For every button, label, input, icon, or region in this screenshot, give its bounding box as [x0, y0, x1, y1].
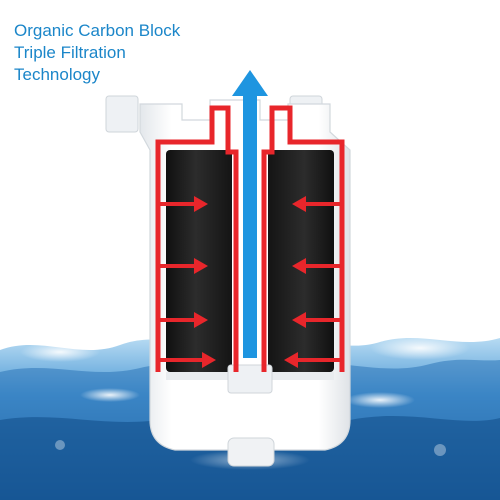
headline: Organic Carbon Block Triple Filtration T… [14, 20, 314, 86]
inflow-arrow [160, 196, 208, 212]
inflow-arrow [160, 312, 208, 328]
inflow-arrow [160, 352, 216, 368]
water-splash-background [0, 310, 500, 500]
inflow-arrow [160, 258, 208, 274]
inflow-arrow [292, 258, 340, 274]
inflow-arrow [292, 312, 340, 328]
outlet-arrow [232, 70, 268, 358]
inflow-arrows-right [284, 196, 340, 368]
inflow-arrow [292, 196, 340, 212]
water-flow-outline-right [261, 105, 345, 372]
headline-line-2: Triple Filtration [14, 43, 126, 62]
inflow-arrow [284, 352, 340, 368]
headline-line-3: Technology [14, 65, 101, 84]
water-flow-outline [155, 105, 239, 372]
inflow-arrows-left [160, 196, 216, 368]
headline-line-1: Organic Carbon Block [14, 21, 181, 40]
